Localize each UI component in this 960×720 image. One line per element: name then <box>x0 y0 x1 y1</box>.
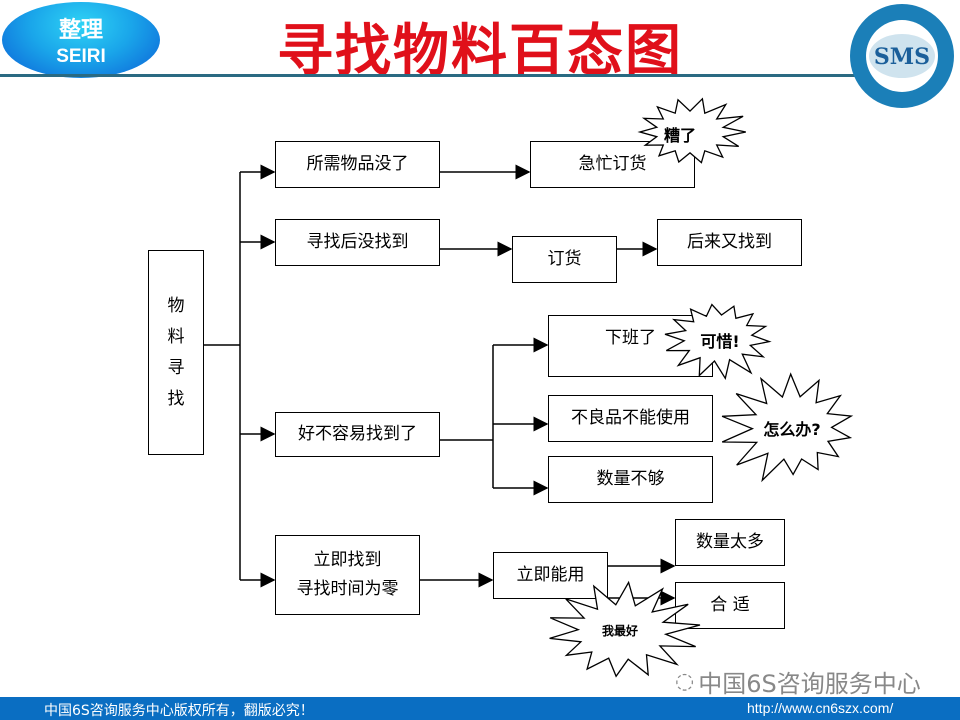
website-link[interactable]: http://www.cn6szx.com/ <box>747 700 894 716</box>
node-not-found: 寻找后没找到 <box>275 219 440 266</box>
node-too-many: 数量太多 <box>675 519 785 566</box>
root-char: 找 <box>167 388 185 409</box>
node-usable-now: 立即能用 <box>493 552 608 599</box>
node-defective: 不良品不能使用 <box>548 395 713 442</box>
node-finally-found: 好不容易找到了 <box>275 412 440 457</box>
copyright-text: 中国6S咨询服务中心版权所有，翻版必究！ <box>44 703 314 719</box>
root-char: 料 <box>167 326 185 347</box>
watermark-text: 中国6S咨询服务中心 <box>698 670 921 698</box>
root-box-material-search: 物 料 寻 找 <box>148 250 204 455</box>
sms-logo: SMS <box>850 4 954 108</box>
page-title: 寻找物料百态图 <box>277 18 683 84</box>
wechat-icon: ◌ <box>675 669 695 694</box>
node-found-immediately: 立即找到 寻找时间为零 <box>275 535 420 615</box>
burst-text-oops: 糟了 <box>663 126 696 145</box>
footer-bar: 中国6S咨询服务中心版权所有，翻版必究！ http://www.cn6szx.c… <box>0 697 960 720</box>
node-insufficient: 数量不够 <box>548 456 713 503</box>
watermark: ◌ 中国6S咨询服务中心 <box>675 664 921 699</box>
node-items-gone: 所需物品没了 <box>275 141 440 188</box>
node-rush-order: 急忙订货 <box>530 141 695 188</box>
burst-text-what-now: 怎么办? <box>763 420 821 439</box>
burst-text-pity: 可惜! <box>700 332 740 351</box>
seiri-badge: 整理 SEIRI <box>2 2 160 78</box>
burst-oops <box>637 97 746 164</box>
node-found-later: 后来又找到 <box>657 219 802 266</box>
badge-en: SEIRI <box>56 46 106 67</box>
root-char: 寻 <box>167 357 185 378</box>
burst-what-now <box>721 372 854 483</box>
root-char: 物 <box>167 295 185 316</box>
badge-cn: 整理 <box>58 18 103 43</box>
burst-best <box>549 580 701 678</box>
node-line: 寻找时间为零 <box>296 579 399 599</box>
svg-text:SMS: SMS <box>874 44 930 70</box>
node-line: 立即找到 <box>313 550 382 571</box>
node-order: 订货 <box>512 236 617 283</box>
burst-text-best: 我最好 <box>601 624 638 638</box>
node-just-right: 合 适 <box>675 582 785 629</box>
burst-pity <box>664 303 772 380</box>
header-divider <box>0 74 870 77</box>
